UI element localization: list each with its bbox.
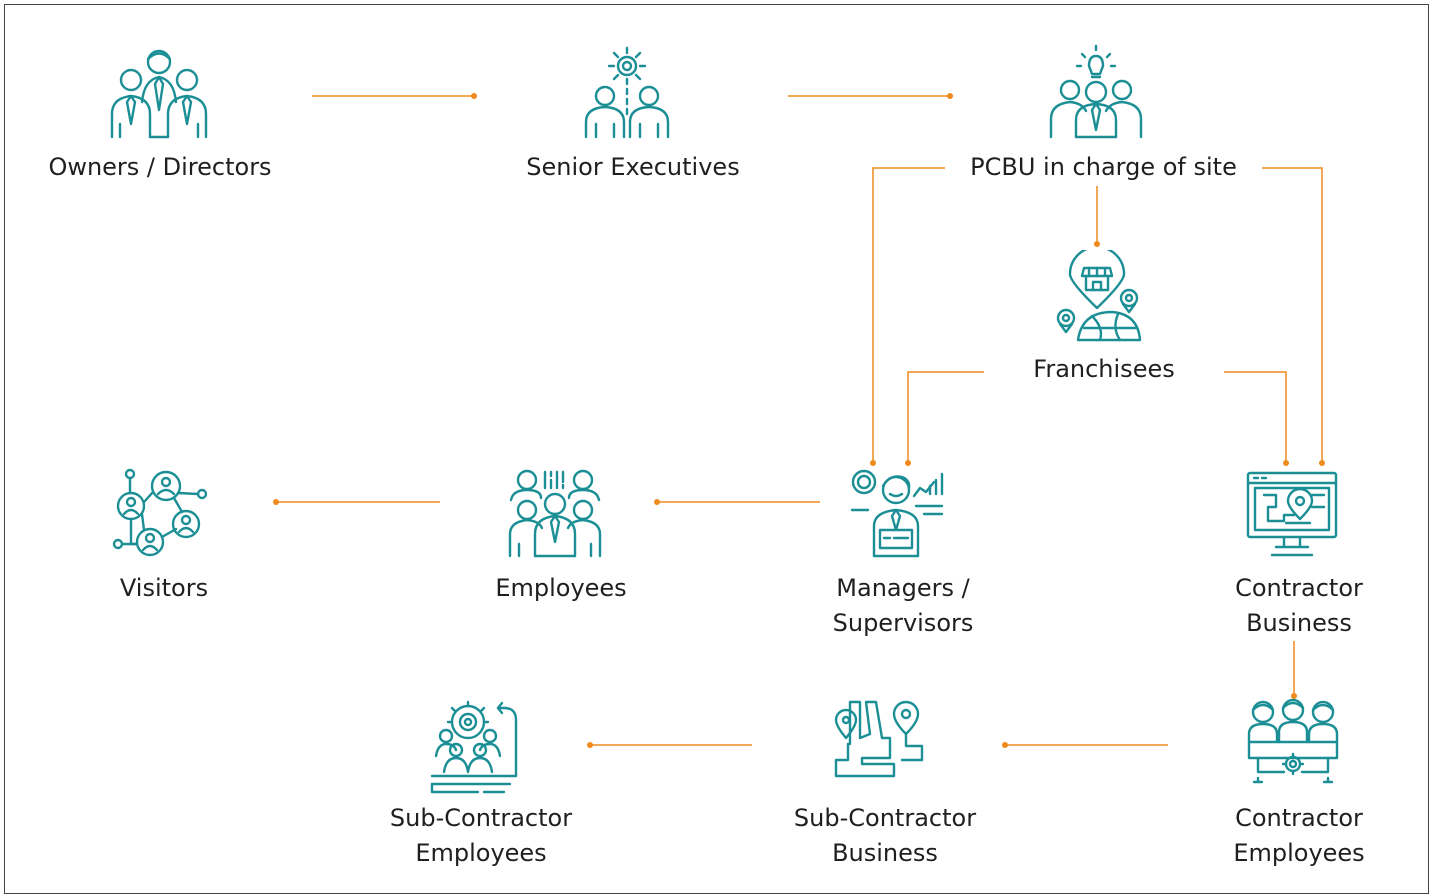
store-location-icon [1052,250,1142,342]
pcbu-label: PCBU in charge of site [945,150,1262,185]
managers-label-line2: Supervisors [812,606,994,641]
visitors-label: Visitors [98,571,230,606]
sub-employees-label-line1: Sub-Contractor [368,801,594,836]
route-map-icon [832,698,926,780]
contractor-employees-label-line2: Employees [1208,836,1390,871]
managers-label-line1: Managers / [812,571,994,606]
manager-chart-icon [850,468,946,560]
franchisees-label: Franchisees [984,352,1224,387]
business-team-icon [108,44,210,139]
connector-franchisees-contractor [1212,371,1287,463]
monitor-map-icon [1246,471,1338,558]
team-gear-icon [583,44,671,139]
employees-label: Employees [478,571,644,606]
team-gear-table-icon [1246,698,1340,784]
connector-pcbu-contractor [1250,167,1323,463]
contractor-business-label-line2: Business [1208,606,1390,641]
group-people-icon [507,468,603,558]
connector-pcbu-managers [872,167,945,463]
network-people-icon [112,466,208,558]
contractor-employees-label-line1: Contractor [1208,801,1390,836]
team-idea-icon [1048,44,1144,139]
owners-label: Owners / Directors [32,150,288,185]
sub-business-label-line2: Business [770,836,1000,871]
team-cycle-icon [428,700,522,794]
connector-franchisees-managers [907,371,984,463]
contractor-business-label-line1: Contractor [1208,571,1390,606]
sub-employees-label-line2: Employees [368,836,594,871]
senior-label: Senior Executives [500,150,766,185]
sub-business-label-line1: Sub-Contractor [770,801,1000,836]
